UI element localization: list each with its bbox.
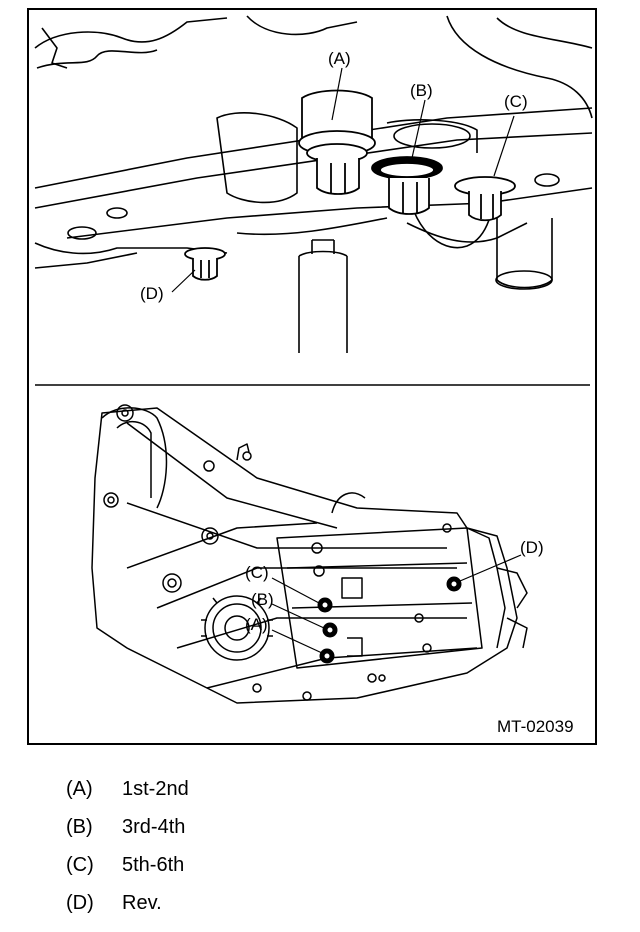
bolt-c-top bbox=[454, 176, 516, 222]
bottom-label-b: (B) bbox=[251, 590, 274, 609]
bottom-bolts bbox=[317, 576, 462, 664]
top-leader-lines bbox=[171, 67, 515, 293]
legend-text: Rev. bbox=[122, 891, 162, 914]
top-label-a: (A) bbox=[328, 49, 351, 68]
top-panel-drawing bbox=[34, 15, 593, 353]
bottom-leader-lines bbox=[271, 554, 522, 654]
top-label-c: (C) bbox=[504, 92, 528, 111]
diagram-svg: (A) (B) (C) (D) bbox=[27, 8, 597, 745]
top-label-b: (B) bbox=[410, 81, 433, 100]
figure-frame bbox=[27, 8, 597, 745]
legend-item-b: (B) 3rd-4th bbox=[66, 808, 466, 846]
legend-item-d: (D) Rev. bbox=[66, 884, 466, 922]
bolt-d-top bbox=[184, 247, 226, 281]
top-label-d: (D) bbox=[140, 284, 164, 303]
legend-key: (D) bbox=[66, 891, 94, 914]
bottom-panel-drawing bbox=[91, 404, 528, 704]
legend-key: (C) bbox=[66, 853, 94, 876]
bottom-label-c: (C) bbox=[245, 563, 269, 582]
legend-text: 3rd-4th bbox=[122, 815, 186, 838]
figure-code: MT-02039 bbox=[497, 717, 574, 736]
bolt-a-top bbox=[298, 89, 376, 195]
legend-text: 5th-6th bbox=[122, 853, 185, 876]
legend-item-c: (C) 5th-6th bbox=[66, 846, 466, 884]
legend-key: (A) bbox=[66, 777, 93, 800]
bottom-label-a: (A) bbox=[245, 615, 268, 634]
bolt-b-top bbox=[371, 156, 443, 215]
diagram-figure: (A) (B) (C) (D) bbox=[27, 8, 597, 745]
legend-item-a: (A) 1st-2nd bbox=[66, 770, 466, 808]
legend-text: 1st-2nd bbox=[122, 777, 189, 800]
bottom-label-d: (D) bbox=[520, 538, 544, 557]
legend-key: (B) bbox=[66, 815, 93, 838]
legend: (A) 1st-2nd (B) 3rd-4th (C) 5th-6th (D) … bbox=[66, 770, 466, 922]
